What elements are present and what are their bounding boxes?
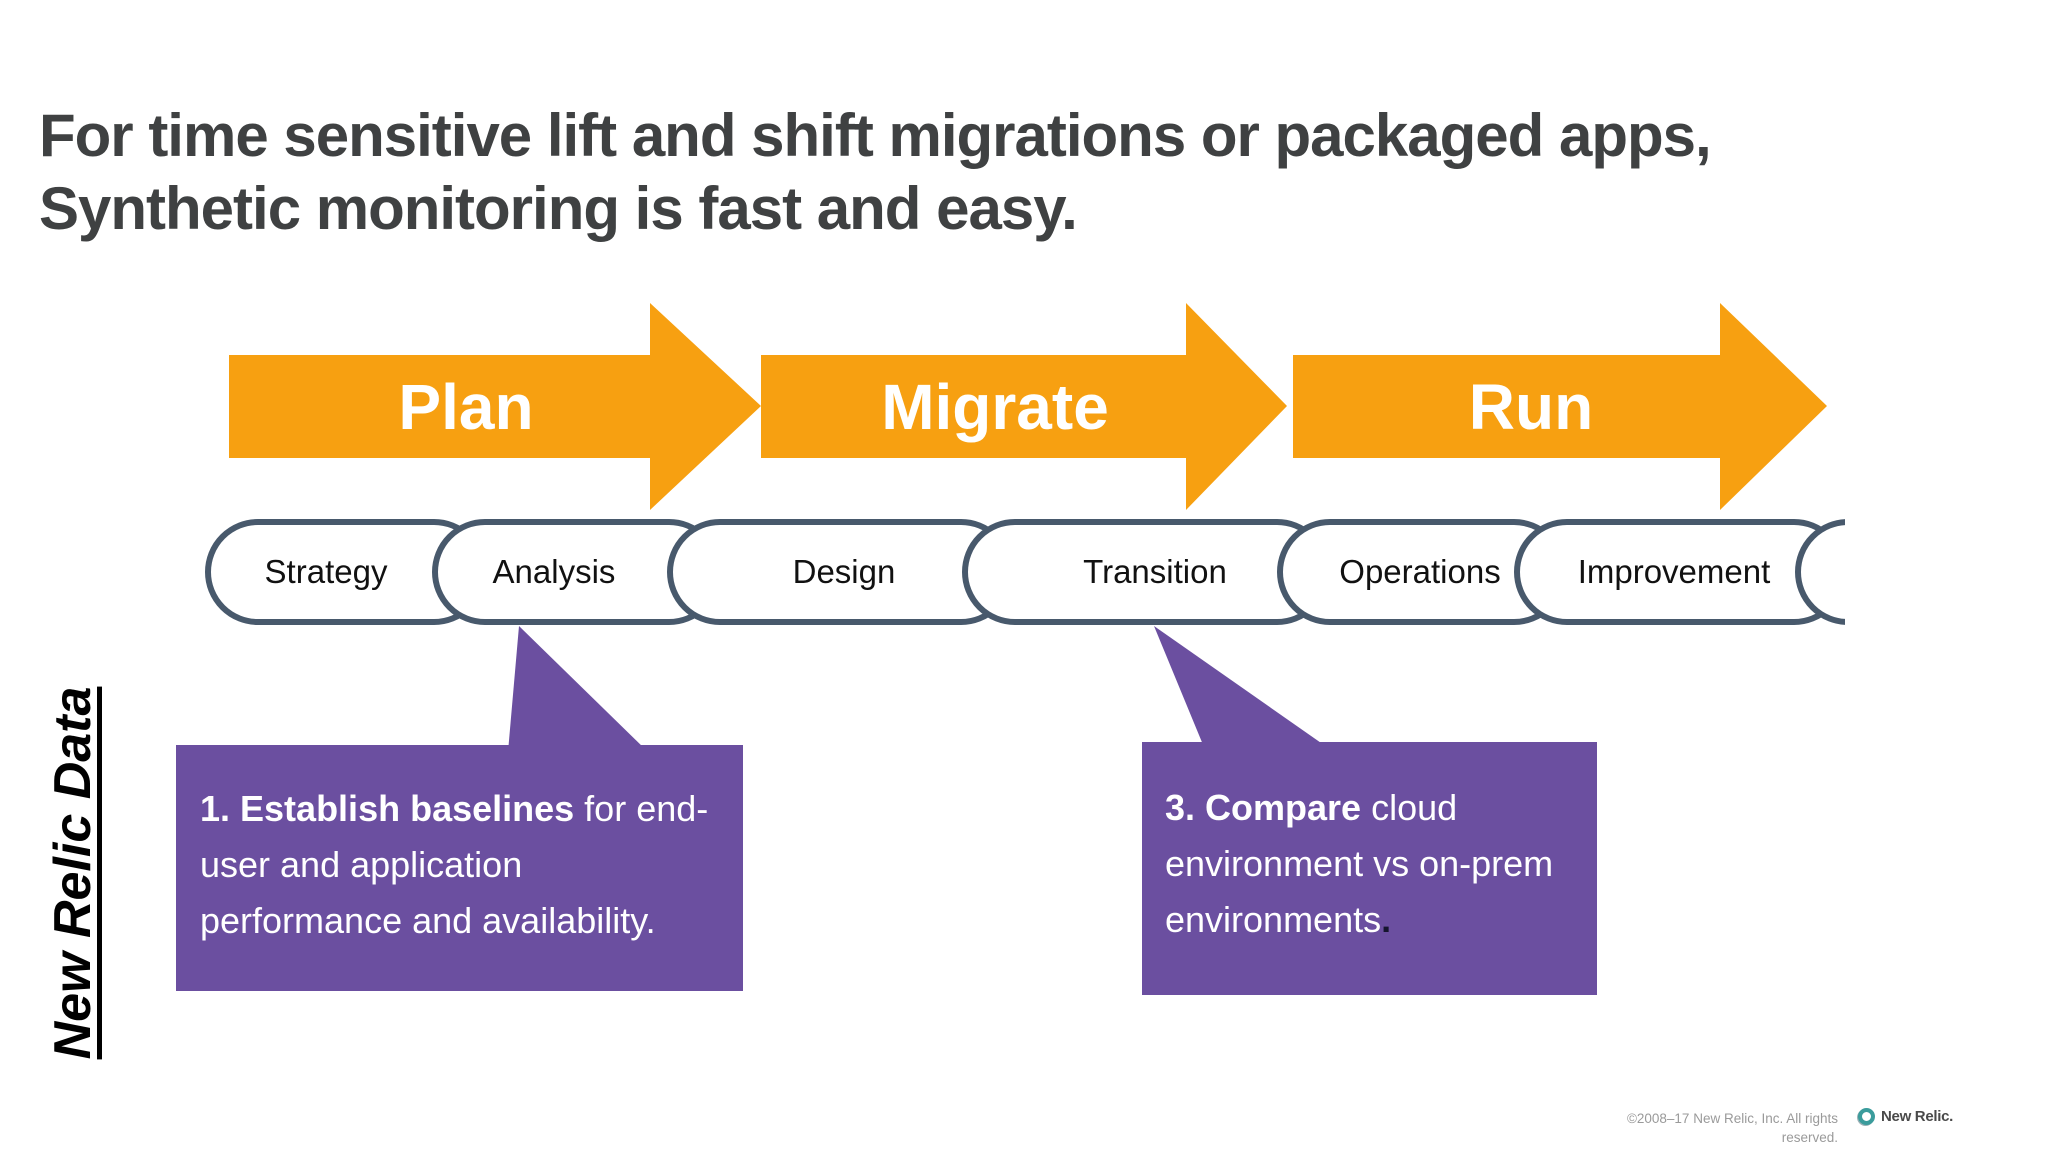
- callout-1-body: for end-user and application performance…: [200, 788, 709, 941]
- stage-label-transition: Transition: [1083, 553, 1227, 590]
- copyright-notice: ©2008–17 New Relic, Inc. All rights rese…: [1627, 1110, 1838, 1147]
- slide-title: For time sensitive lift and shift migrat…: [39, 99, 1712, 245]
- process-arrow-run: Run: [1293, 303, 1827, 510]
- callout-establish-baselines: 1. Establish baselines for end-user and …: [176, 745, 743, 991]
- new-relic-logo: New Relic.: [1858, 1108, 1953, 1125]
- slide-title-line2: Synthetic monitoring is fast and easy.: [39, 175, 1078, 242]
- callout-compare-environments: 3. Compare cloud environment vs on-prem …: [1142, 742, 1597, 995]
- callout-2-period: .: [1381, 899, 1392, 940]
- process-arrow-migrate-label: Migrate: [881, 370, 1109, 443]
- pipeline-segment: [667, 519, 1014, 625]
- side-label-new-relic-data: New Relic Data: [44, 686, 102, 1060]
- stage-label-improvement: Improvement: [1577, 553, 1771, 590]
- stage-label-operations: Operations: [1339, 553, 1501, 590]
- process-arrow-migrate: Migrate: [761, 303, 1287, 510]
- stage-label-design: Design: [792, 553, 896, 590]
- slide-title-line1: For time sensitive lift and shift migrat…: [39, 102, 1712, 169]
- callout-1-lead: 1. Establish baselines: [200, 788, 575, 829]
- stage-label-strategy: Strategy: [264, 553, 388, 590]
- process-arrow-plan-label: Plan: [398, 370, 534, 443]
- copyright-line2: reserved.: [1781, 1129, 1838, 1145]
- callout-pointer-analysis: [508, 626, 648, 752]
- process-arrow-run-label: Run: [1468, 370, 1594, 443]
- new-relic-logo-icon: [1858, 1108, 1875, 1125]
- pipeline-segment: [1514, 519, 1845, 625]
- new-relic-logo-text: New Relic.: [1881, 1108, 1954, 1125]
- copyright-line1: ©2008–17 New Relic, Inc. All rights: [1626, 1111, 1838, 1126]
- lifecycle-pipeline: Strategy Analysis Design Transition Oper…: [200, 519, 1845, 625]
- pipeline-segment: [1277, 519, 1567, 625]
- process-arrow-plan: Plan: [229, 303, 761, 510]
- callout-2-body: cloud environment vs on-prem environment…: [1165, 787, 1554, 940]
- stage-label-analysis: Analysis: [492, 553, 616, 590]
- callout-pointer-transition: [1154, 626, 1334, 752]
- callout-2-lead: 3. Compare: [1165, 787, 1362, 828]
